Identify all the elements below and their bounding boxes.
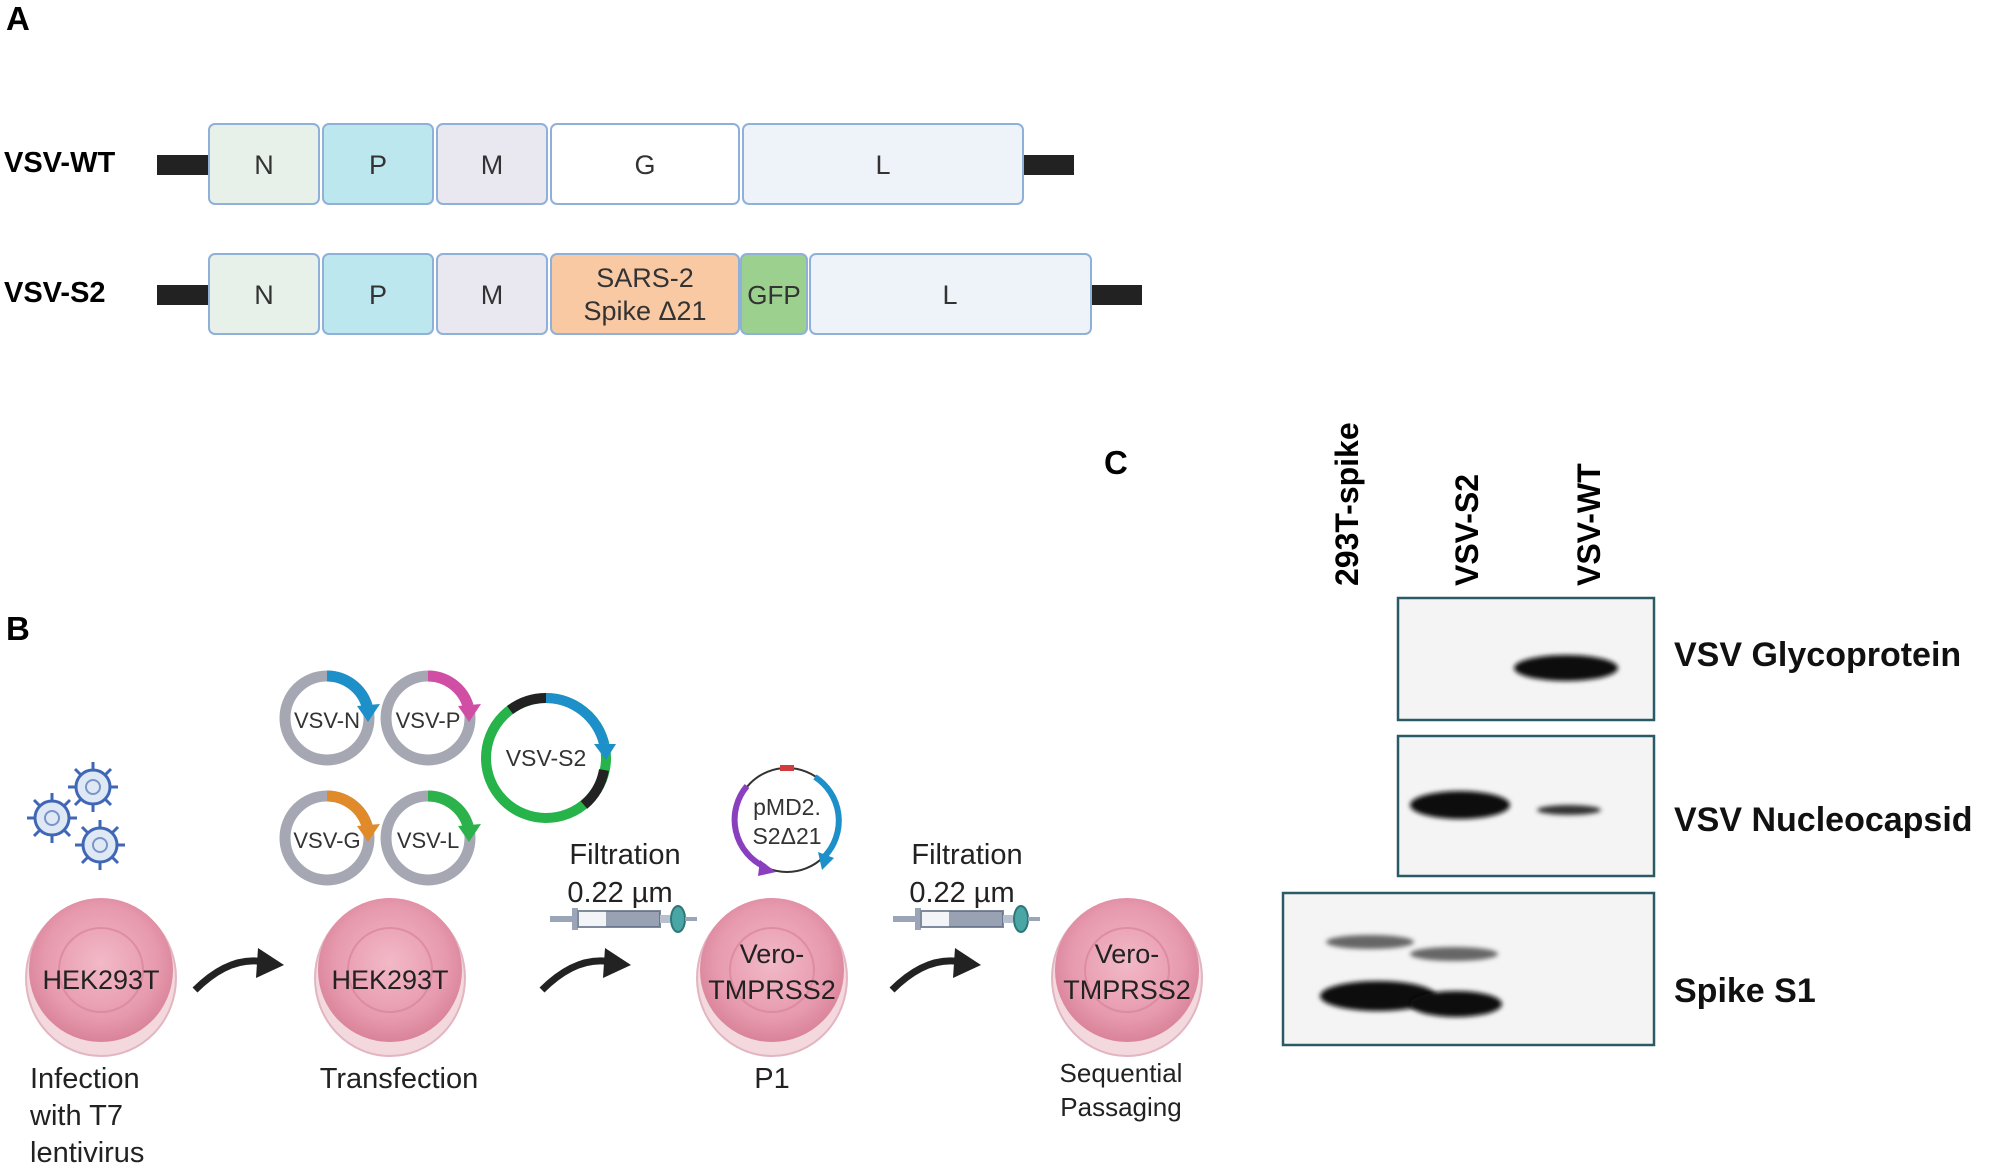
promoter-mark	[780, 765, 794, 771]
syringe-filter-icon	[893, 905, 1040, 933]
virus-icon	[75, 820, 125, 870]
panel-a: A VSV-WT N P M G L VSV-S2	[4, 0, 1142, 335]
plasmid-vsv-p: VSV-P	[380, 670, 481, 766]
segment-m	[436, 123, 548, 205]
segment-gfp	[740, 253, 808, 335]
plasmid-label-line2: S2Δ21	[752, 823, 821, 849]
culture-dish-3: Vero- TMPRSS2	[696, 898, 848, 1057]
band	[1410, 991, 1502, 1017]
trailer-bar	[1090, 285, 1142, 305]
culture-dish-1: HEK293T	[25, 898, 177, 1057]
band	[1320, 981, 1436, 1011]
construct-vsv-s2: VSV-S2 N P M SARS-2 Spike Δ21 GFP L	[4, 253, 1142, 335]
virus-particles	[27, 762, 125, 870]
segment-m	[436, 253, 548, 335]
arrow-icon	[889, 948, 981, 993]
leader-bar	[157, 155, 209, 175]
plasmid-label: VSV-S2	[506, 745, 587, 771]
band	[1410, 791, 1510, 819]
caption-sequential-line2: Passaging	[1060, 1092, 1181, 1122]
blot-nucleocapsid: VSV Nucleocapsid	[1396, 734, 1973, 878]
band	[1326, 935, 1414, 949]
segment-n	[208, 123, 320, 205]
segment-p	[322, 253, 434, 335]
panel-b: B	[6, 610, 1203, 1169]
segment-label-m: M	[481, 150, 504, 180]
panel-a-letter: A	[6, 0, 30, 37]
panel-b-letter: B	[6, 610, 30, 647]
culture-dish-4: Vero- TMPRSS2	[1051, 898, 1203, 1057]
plasmid-vsv-l: VSV-L	[380, 790, 481, 886]
plasmid-pmd2: pMD2. S2Δ21	[731, 765, 842, 876]
segment-n	[208, 253, 320, 335]
plasmid-vsv-s2: VSV-S2	[481, 693, 616, 823]
dish-label-line1: Vero-	[1095, 939, 1160, 969]
band	[1514, 655, 1618, 681]
caption-infection-line3: lentivirus	[30, 1137, 144, 1169]
plasmid-vsv-n: VSV-N	[279, 670, 380, 766]
band	[1537, 805, 1601, 815]
segment-label-m: M	[481, 280, 504, 310]
filtration-size: 0.22 µm	[909, 877, 1014, 909]
lane-label: VSV-S2	[1449, 474, 1485, 586]
blot-label: VSV Nucleocapsid	[1674, 801, 1973, 839]
segment-label-p: P	[369, 150, 387, 180]
segment-l	[742, 123, 1024, 205]
caption-sequential-line1: Sequential	[1060, 1058, 1183, 1088]
filtration-label: Filtration	[911, 839, 1022, 871]
trailer-bar	[1022, 155, 1074, 175]
dish-label: HEK293T	[42, 965, 159, 995]
construct-label-vsv-s2: VSV-S2	[4, 277, 106, 309]
plasmid-label: VSV-P	[396, 708, 461, 733]
blot-spike-s1: Spike S1	[1281, 891, 1816, 1047]
virus-icon	[68, 762, 118, 812]
blot-label: Spike S1	[1674, 972, 1816, 1010]
blot-glycoprotein: VSV Glycoprotein	[1396, 596, 1961, 722]
segment-label-n: N	[254, 280, 274, 310]
plasmid-label: VSV-N	[294, 708, 360, 733]
segment-label-n: N	[254, 150, 274, 180]
segment-label-gfp: GFP	[747, 280, 800, 310]
leader-bar	[157, 285, 209, 305]
panel-c-letter: C	[1104, 444, 1128, 481]
culture-dish-2: HEK293T	[314, 898, 466, 1057]
dish-label: HEK293T	[331, 965, 448, 995]
dish-label-line1: Vero-	[740, 939, 805, 969]
filtration-size: 0.22 µm	[567, 877, 672, 909]
filtration-label: Filtration	[569, 839, 680, 871]
segment-label-l: L	[942, 280, 957, 310]
segment-label-l: L	[875, 150, 890, 180]
construct-vsv-wt: VSV-WT N P M G L	[4, 123, 1074, 205]
segment-spike	[550, 253, 740, 335]
plasmid-vsv-g: VSV-G	[279, 790, 380, 886]
caption-infection-line2: with T7	[29, 1100, 123, 1132]
segment-p	[322, 123, 434, 205]
segment-label-p: P	[369, 280, 387, 310]
plasmid-label: VSV-G	[293, 828, 360, 853]
segment-g	[550, 123, 740, 205]
arrow-icon	[539, 948, 631, 993]
blot-label: VSV Glycoprotein	[1674, 636, 1961, 674]
dish-label-line2: TMPRSS2	[1063, 975, 1191, 1005]
lane-label: 293T-spike	[1329, 422, 1365, 586]
band	[1410, 947, 1498, 961]
plasmid-label: VSV-L	[397, 828, 459, 853]
dish-label-line2: TMPRSS2	[708, 975, 836, 1005]
arrow-icon	[192, 948, 284, 993]
segment-label-g: G	[634, 150, 655, 180]
construct-label-vsv-wt: VSV-WT	[4, 147, 115, 179]
segment-label-spike-line1: SARS-2	[596, 263, 694, 293]
plasmid-label-line1: pMD2.	[753, 794, 821, 820]
caption-transfection: Transfection	[320, 1063, 479, 1095]
syringe-filter-icon	[550, 905, 697, 933]
virus-icon	[27, 793, 77, 843]
caption-infection-line1: Infection	[30, 1063, 140, 1095]
panel-c: C 293T-spike VSV-S2 VSV-WT VSV Glycoprot…	[1104, 422, 1973, 1047]
segment-label-spike-line2: Spike Δ21	[583, 296, 706, 326]
caption-p1: P1	[754, 1063, 789, 1095]
segment-l	[809, 253, 1092, 335]
lane-label: VSV-WT	[1571, 463, 1607, 586]
